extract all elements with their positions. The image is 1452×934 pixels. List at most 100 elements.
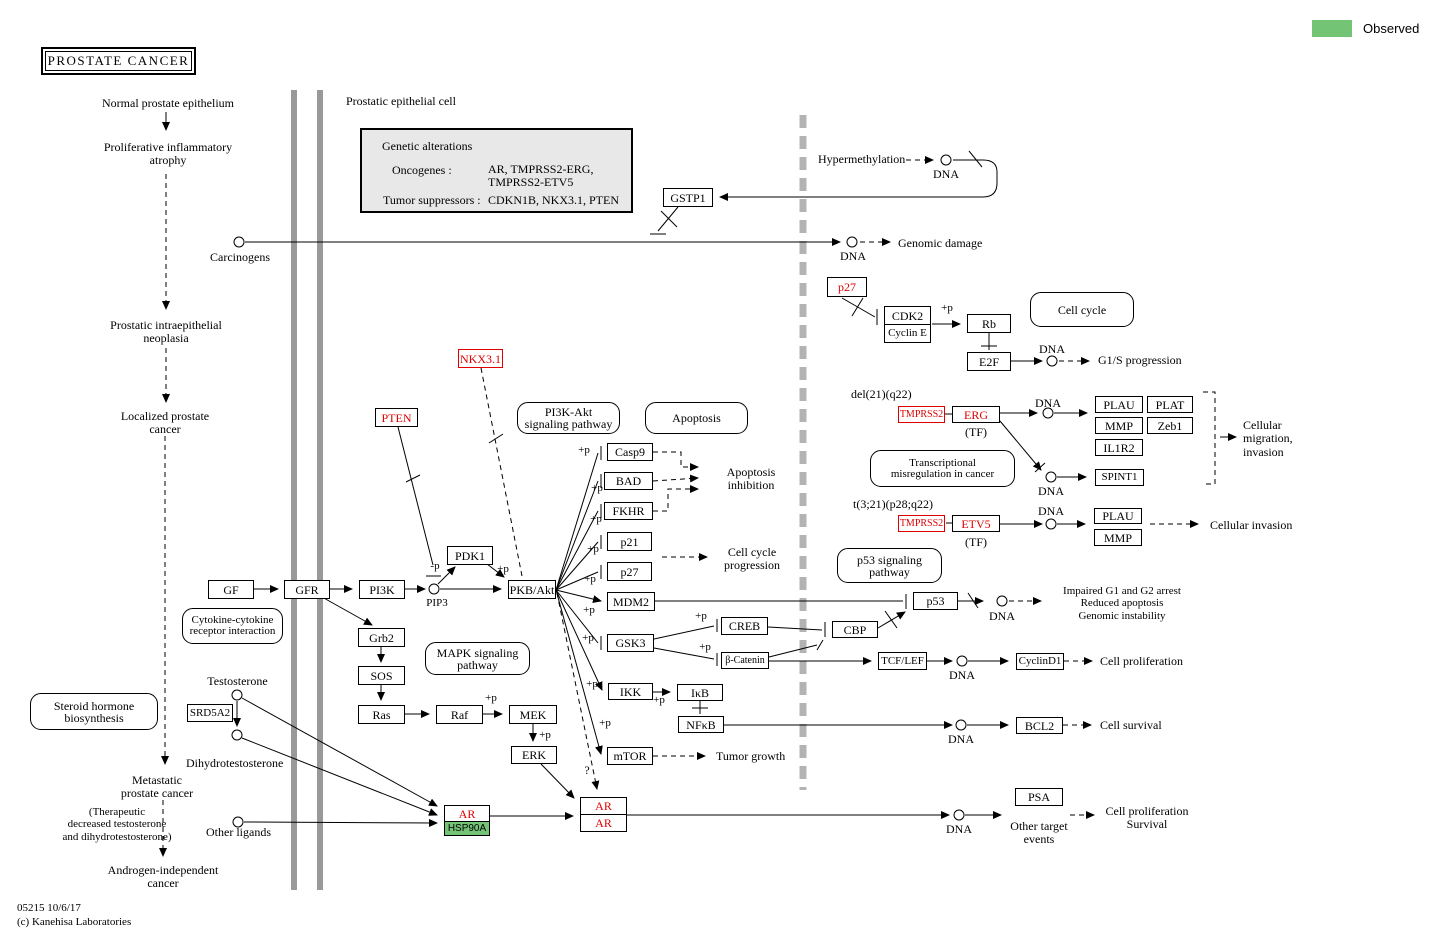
pathway-p53[interactable]: p53 signaling pathway: [837, 548, 942, 583]
gene-tcf-lef[interactable]: TCF/LEF: [878, 652, 927, 670]
label-impaired: Impaired G1 and G2 arrest Reduced apopto…: [1063, 585, 1181, 622]
gene-cbp[interactable]: CBP: [832, 621, 878, 638]
gene-srd5a2[interactable]: SRD5A2: [187, 704, 233, 722]
gene-tmprss2-erg[interactable]: TMPRSS2: [898, 406, 945, 423]
pathway-pi3k-akt[interactable]: PI3K-Akt signaling pathway: [517, 402, 620, 434]
gene-erg[interactable]: ERG: [952, 406, 1000, 423]
gene-ras[interactable]: Ras: [358, 705, 405, 724]
gene-rb[interactable]: Rb: [967, 314, 1011, 333]
label-plus-p-raf: +p: [485, 692, 497, 704]
label-plus-p-creb: +p: [695, 610, 707, 622]
label-normal-epithelium: Normal prostate epithelium: [102, 96, 234, 110]
gene-gf[interactable]: GF: [208, 580, 254, 599]
cell-membrane: [291, 90, 323, 890]
label-dna-ar: DNA: [946, 822, 972, 836]
gene-bcl2[interactable]: BCL2: [1016, 717, 1063, 734]
pathway-apoptosis[interactable]: Apoptosis: [645, 402, 748, 434]
label-dht: Dihydrotestosterone: [186, 756, 284, 770]
gene-il1r2[interactable]: IL1R2: [1095, 439, 1143, 456]
gene-mtor[interactable]: mTOR: [607, 747, 653, 765]
gene-plau2[interactable]: PLAU: [1094, 508, 1142, 524]
label-t3-21: t(3;21)(p28;q22): [853, 497, 933, 511]
label-dna-tcf: DNA: [949, 668, 975, 682]
gene-gsk3[interactable]: GSK3: [607, 634, 654, 652]
gene-ar-dimer-bottom[interactable]: AR: [580, 814, 627, 832]
gene-grb2[interactable]: Grb2: [358, 628, 405, 647]
gene-nkx31[interactable]: NKX3.1: [458, 349, 503, 368]
label-pip3: PIP3: [426, 597, 448, 609]
gene-casp9[interactable]: Casp9: [607, 443, 653, 461]
label-therapeutic: (Therapeutic decreased testosterone and …: [62, 806, 172, 843]
gene-ar-dimer-top[interactable]: AR: [580, 797, 627, 815]
gene-pi3k[interactable]: PI3K: [359, 580, 405, 599]
gene-psa[interactable]: PSA: [1015, 788, 1063, 806]
label-plus-p-bad: +p: [591, 482, 603, 494]
gene-pkb-akt[interactable]: PKB/Akt: [508, 580, 556, 599]
label-dna-hypermeth: DNA: [933, 167, 959, 181]
gene-raf[interactable]: Raf: [436, 705, 483, 724]
genetic-alterations-title: Genetic alterations: [382, 139, 473, 153]
map-number-date: 05215 10/6/17: [17, 902, 81, 914]
gene-spint1[interactable]: SPINT1: [1095, 469, 1144, 486]
gene-gfr[interactable]: GFR: [284, 580, 330, 599]
pathway-transcriptional[interactable]: Transcriptional misregulation in cancer: [870, 450, 1015, 487]
label-plus-p-gsk3: +p: [582, 632, 594, 644]
label-cell-survival: Cell survival: [1100, 718, 1162, 732]
observed-color-swatch: [1312, 20, 1352, 37]
gene-creb[interactable]: CREB: [721, 617, 768, 635]
gene-plau[interactable]: PLAU: [1095, 396, 1143, 413]
gene-p21[interactable]: p21: [607, 532, 652, 551]
label-plus-p-ikk: +p: [586, 678, 598, 690]
gene-gstp1[interactable]: GSTP1: [663, 188, 713, 207]
label-tf-etv5: (TF): [965, 535, 987, 549]
label-testosterone: Testosterone: [207, 674, 268, 688]
gene-e2f[interactable]: E2F: [967, 352, 1011, 371]
label-cellular-invasion: Cellular invasion: [1210, 518, 1293, 532]
gene-mdm2[interactable]: MDM2: [607, 592, 655, 611]
gene-sos[interactable]: SOS: [358, 666, 405, 685]
gene-fkhr[interactable]: FKHR: [604, 502, 653, 520]
gene-mmp2[interactable]: MMP: [1094, 529, 1142, 546]
gene-mek[interactable]: MEK: [509, 705, 557, 724]
gene-tmprss2-etv5[interactable]: TMPRSS2: [898, 515, 945, 532]
gene-etv5[interactable]: ETV5: [952, 515, 1000, 532]
oncogenes-value: AR, TMPRSS2-ERG, TMPRSS2-ETV5: [488, 162, 594, 189]
label-dna-erg1: DNA: [1035, 396, 1061, 410]
observed-label: Observed: [1363, 21, 1420, 36]
gene-beta-catenin[interactable]: β-Catenin: [721, 652, 769, 669]
label-cellular-migration: Cellular migration, invasion: [1243, 418, 1293, 459]
gene-nfkb[interactable]: NFκB: [678, 716, 724, 733]
gene-p53[interactable]: p53: [913, 592, 958, 610]
pathway-steroid[interactable]: Steroid hormone biosynthesis: [30, 693, 158, 730]
label-hypermethylation: Hypermethylation: [818, 152, 906, 166]
label-dna-p53: DNA: [989, 609, 1015, 623]
gene-mmp[interactable]: MMP: [1095, 417, 1143, 434]
gene-plat[interactable]: PLAT: [1147, 396, 1193, 413]
label-del21q22: del(21)(q22): [851, 387, 912, 401]
label-metastatic: Metastatic prostate cancer: [120, 773, 194, 801]
pathway-cell-cycle[interactable]: Cell cycle: [1030, 292, 1134, 327]
gene-cdk2[interactable]: CDK2: [884, 306, 931, 325]
label-plus-p-p27: +p: [584, 573, 596, 585]
pathway-cytokine[interactable]: Cytokine-cytokine receptor interaction: [182, 608, 283, 644]
gene-ikb[interactable]: IκB: [677, 684, 723, 701]
tumor-suppressors-value: CDKN1B, NKX3.1, PTEN: [488, 193, 620, 207]
gene-zeb1[interactable]: Zeb1: [1147, 417, 1193, 434]
gene-ikk[interactable]: IKK: [608, 683, 653, 700]
label-plus-p-mdm2: +p: [583, 604, 595, 616]
gene-cycline[interactable]: Cyclin E: [884, 324, 931, 343]
gene-hsp90a[interactable]: HSP90A: [444, 821, 490, 836]
gene-p27[interactable]: p27: [827, 277, 867, 297]
gene-pten[interactable]: PTEN: [375, 408, 418, 427]
pathway-mapk[interactable]: MAPK signaling pathway: [425, 642, 530, 675]
gene-erk[interactable]: ERK: [511, 746, 557, 764]
gene-bad[interactable]: BAD: [604, 472, 653, 490]
gene-pdk1[interactable]: PDK1: [447, 546, 493, 565]
label-other-target-events: Other target events: [1010, 819, 1068, 847]
gene-p27-akt[interactable]: p27: [607, 562, 652, 581]
gene-ar-complex[interactable]: AR: [444, 805, 490, 822]
gene-cyclind1[interactable]: CyclinD1: [1016, 653, 1064, 670]
label-dna-etv5: DNA: [1038, 504, 1064, 518]
